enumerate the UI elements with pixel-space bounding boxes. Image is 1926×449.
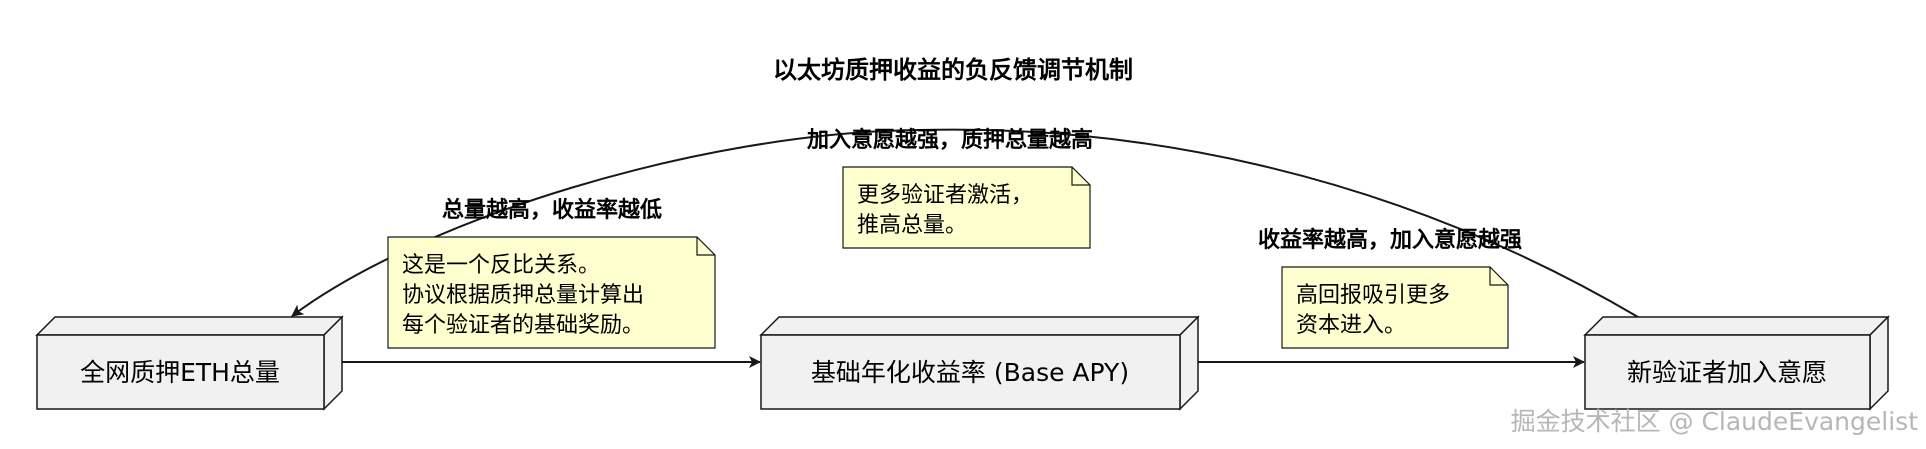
top-arc-label: 加入意愿越强，质押总量越高 (806, 127, 1093, 153)
note-left-line-3: 每个验证者的基础奖励。 (402, 313, 644, 338)
node-base-apy-label: 基础年化收益率 (Base APY) (811, 358, 1129, 387)
left-arc-label: 总量越高，收益率越低 (442, 197, 662, 223)
arc-validators-to-total (291, 128, 1639, 318)
node-base-apy: 基础年化收益率 (Base APY) (759, 315, 1200, 411)
right-arc-label: 收益率越高，加入意愿越强 (1258, 227, 1522, 253)
note-middle: 更多验证者激活， 推高总量。 (842, 166, 1091, 249)
note-right-line-1: 高回报吸引更多 (1296, 283, 1450, 308)
note-middle-line-1: 更多验证者激活， (857, 183, 1033, 208)
edge-validators-to-total (291, 128, 1639, 318)
node-new-validators-label: 新验证者加入意愿 (1627, 358, 1827, 387)
note-middle-line-2: 推高总量。 (857, 213, 967, 238)
note-left: 这是一个反比关系。 协议根据质押总量计算出 每个验证者的基础奖励。 (387, 236, 716, 349)
note-left-line-2: 协议根据质押总量计算出 (402, 283, 644, 308)
note-right-line-2: 资本进入。 (1296, 313, 1406, 338)
node-total-eth-label: 全网质押ETH总量 (80, 358, 280, 387)
diagram-title: 以太坊质押收益的负反馈调节机制 (773, 56, 1133, 84)
node-total-eth: 全网质押ETH总量 (35, 315, 344, 411)
note-right: 高回报吸引更多 资本进入。 (1281, 266, 1509, 349)
node-new-validators: 新验证者加入意愿 (1583, 315, 1890, 411)
note-left-line-1: 这是一个反比关系。 (402, 253, 600, 278)
watermark: 掘金技术社区 @ ClaudeEvangelist (1511, 407, 1919, 436)
